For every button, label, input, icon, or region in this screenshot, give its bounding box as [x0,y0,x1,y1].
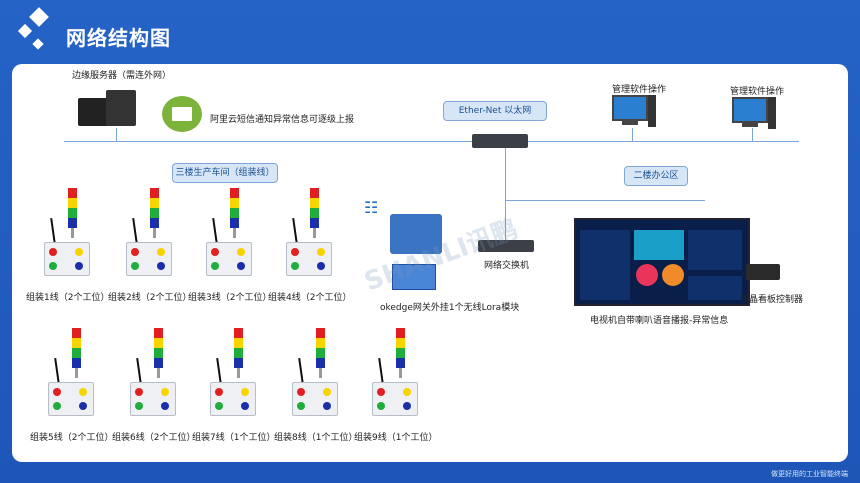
server-drop-line [116,128,117,141]
ethernet-bus-line [64,141,799,142]
alarm-box-icon [126,242,172,276]
pc1-icon [612,95,656,129]
gateway-icon [390,214,442,254]
antenna-icon [136,357,142,385]
pc1-drop-line [632,128,633,141]
andon-device [274,188,332,288]
line-label: 组装4线（2个工位） [268,293,352,303]
line-label: 组装8线（1个工位） [274,433,358,443]
page-title: 网络结构图 [66,26,171,50]
alarm-box-icon [286,242,332,276]
antenna-icon [292,217,298,245]
stack-light-icon [396,328,405,378]
andon-device [280,328,338,428]
antenna-icon [54,357,60,385]
switch-drop-line [505,148,506,240]
stack-light-icon [154,328,163,378]
core-switch-icon [472,134,528,148]
lcd-controller-icon [746,264,780,280]
andon-device [194,188,252,288]
pc2-label: 管理软件操作 [730,87,785,97]
gateway-label: okedge网关外挂1个无线Lora模块 [380,303,520,313]
alarm-box-icon [372,382,418,416]
stack-light-icon [234,328,243,378]
stack-light-icon [72,328,81,378]
alarm-box-icon [292,382,338,416]
antenna-icon [298,357,304,385]
antenna-icon [216,357,222,385]
line-label: 组装5线（2个工位） [30,433,114,443]
stack-light-icon [310,188,319,238]
tv-dashboard-icon [574,218,750,306]
network-switch-icon [478,240,534,252]
office-branch-line [505,200,705,201]
pc1-label: 管理软件操作 [612,85,667,95]
antenna-icon [132,217,138,245]
line-label: 组装9线（1个工位） [354,433,438,443]
alarm-box-icon [44,242,90,276]
sms-label: 阿里云短信通知异常信息可逐级上报 [210,115,355,125]
line-label: 组装7线（1个工位） [192,433,276,443]
stack-light-icon [150,188,159,238]
antenna-icon [50,217,56,245]
pc2-drop-line [752,128,753,141]
alarm-box-icon [210,382,256,416]
lora-module-icon [392,264,436,290]
wifi-icon: ☷ [364,198,379,217]
pc2-icon [732,97,776,131]
tv-label: 电视机自带喇叭语音播报-异常信息 [590,316,729,326]
footer-slogan: 做更好用的工业智能终端 [771,470,848,478]
andon-device [360,328,418,428]
andon-device [198,328,256,428]
andon-device [36,328,94,428]
sms-envelope-icon [162,96,202,132]
workshop-tag: 三楼生产车间（组装线） [172,163,278,183]
switch-label: 网络交换机 [484,261,530,271]
line-label: 组装3线（2个工位） [188,293,272,303]
alarm-box-icon [130,382,176,416]
alarm-box-icon [206,242,252,276]
stack-light-icon [68,188,77,238]
lcd-controller-label: 液晶看板控制器 [740,295,804,305]
edge-server-label: 边缘服务器（需连外网） [72,71,172,81]
andon-device [114,188,172,288]
line-label: 组装2线（2个工位） [108,293,192,303]
edge-server-icon [78,86,138,128]
alarm-box-icon [48,382,94,416]
line-label: 组装1线（2个工位） [26,293,110,303]
andon-device [118,328,176,428]
ethernet-tag: Ether-Net 以太网 [443,101,547,121]
office-tag: 二楼办公区 [624,166,688,186]
line-label: 组装6线（2个工位） [112,433,196,443]
stack-light-icon [230,188,239,238]
antenna-icon [378,357,384,385]
antenna-icon [212,217,218,245]
andon-device [32,188,90,288]
stack-light-icon [316,328,325,378]
